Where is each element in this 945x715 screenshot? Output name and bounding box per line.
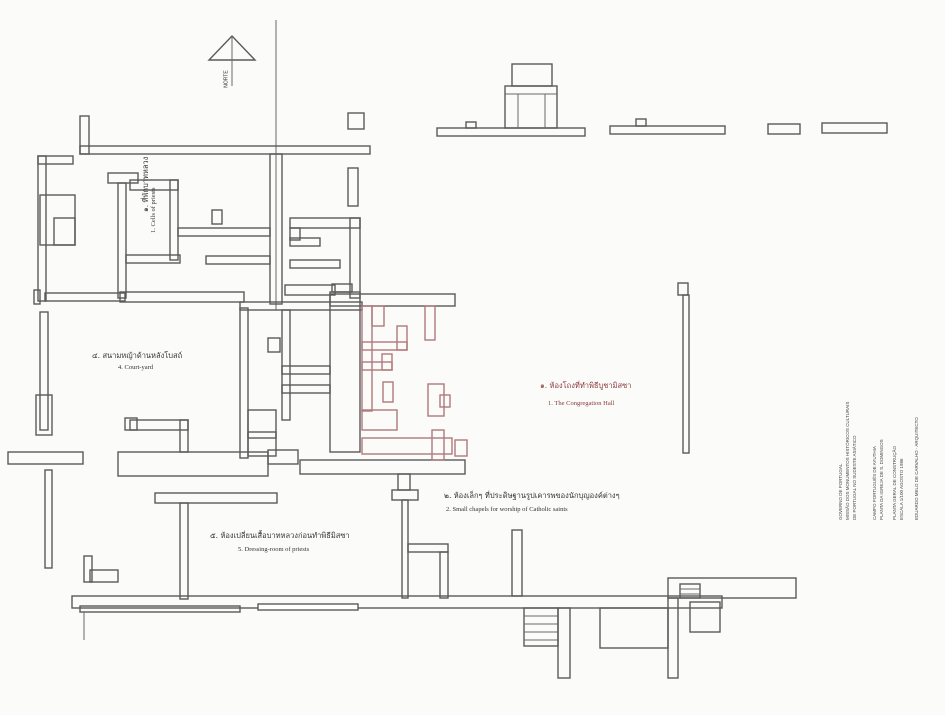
title-line-2: MISSÃO DOS MONUMENTOS HISTÓRICOS CULTURA… (845, 401, 850, 520)
chapels-label-thai: ๒. ห้องเล็กๆ ที่ประดิษฐานรูปเคารพของนักบ… (444, 491, 620, 500)
courtyard-label-english: 4. Court-yard (118, 364, 154, 371)
north-walls (79, 115, 371, 305)
title-line-6: PLANTA GERAL DE CONSTRUÇÃO (892, 445, 897, 520)
title-line-8: EDUARDO MELO DE CARVALHO · ARQUITECTO (914, 417, 919, 520)
dressing-label-thai: ๕. ห้องเปลี่ยนเสื้อบาทหลวงก่อนทำพิธีมิสซ… (210, 531, 350, 540)
top-elevation-strip (347, 63, 888, 137)
title-line-3: DE PORTUGAL NO SUDESTE ASIÁTICO (852, 435, 857, 520)
courtyard-walls (7, 311, 278, 583)
courtyard-label-thai: ๔. สนามหญ้าด้านหลังโบสถ์ (92, 351, 183, 360)
title-line-4: CAMPO PORTUGUÊS DE AYUTHIA (872, 446, 877, 520)
chapels-label-english: 2. Small chapels for worship of Catholic… (446, 506, 568, 513)
south-wall (71, 577, 797, 679)
central-block (239, 217, 466, 475)
title-line-5: PLANTA DA IGREJA DE S. DOMINGOS (879, 439, 884, 520)
title-line-1: GOVERNO DE PORTUGAL (838, 463, 843, 520)
title-line-7: ESCALA 1/100 AGOSTO 1986 (899, 458, 904, 520)
north-label: NORTE (223, 70, 230, 88)
cells-label-english: 1. Cells of priests (150, 187, 157, 234)
dressing-label-english: 5. Dressing-room of priests (238, 546, 310, 553)
hall-label-thai: ๑. ห้องโถงที่ทำพิธีบูชามิสซา (540, 381, 632, 390)
congregation-hall-walls (361, 305, 468, 461)
hall-label-english: 1. The Congregation Hall (548, 400, 615, 407)
north-arrow-icon (207, 34, 257, 86)
cells-of-priests-block (33, 155, 271, 305)
